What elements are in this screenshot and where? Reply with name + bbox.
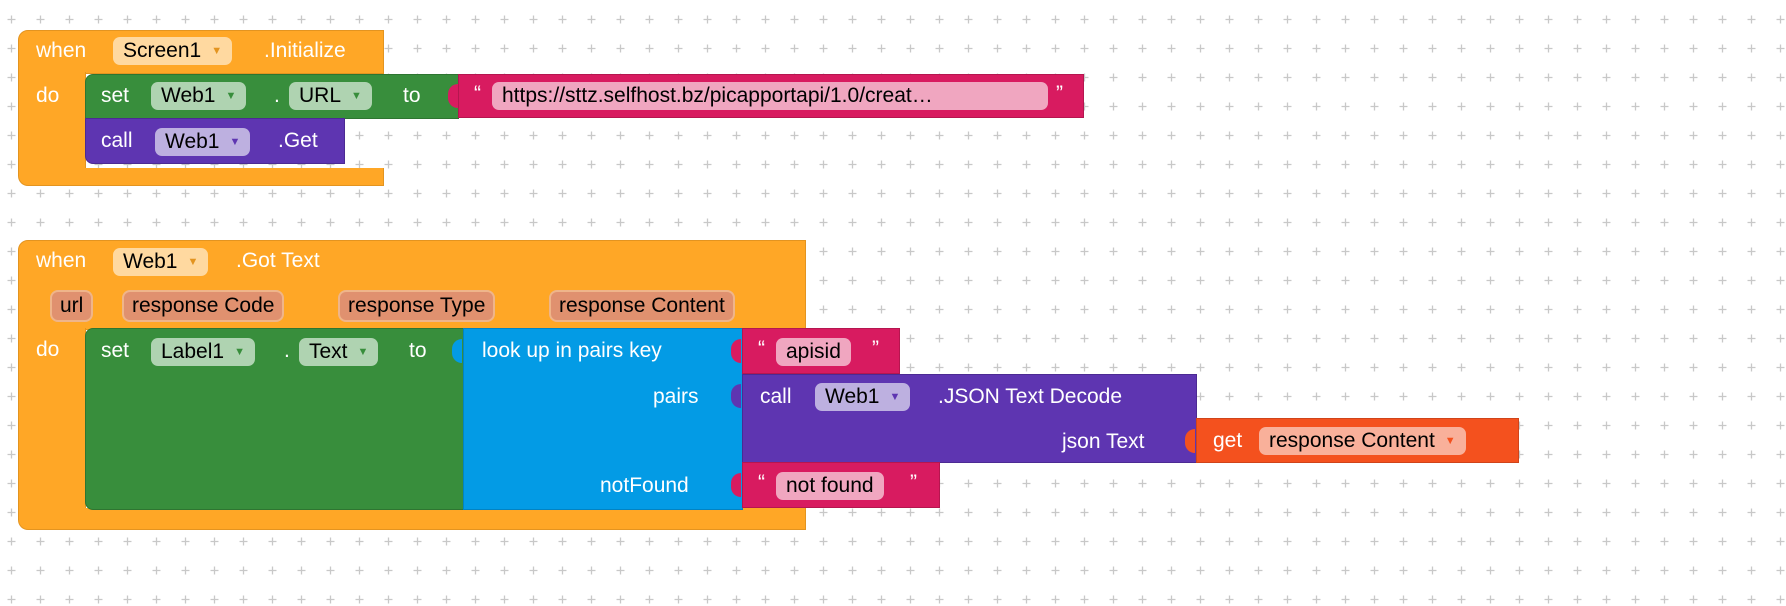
chevron-down-icon: ▼ [1444, 435, 1456, 448]
screen1-component-dropdown[interactable]: Screen1 ▼ [113, 37, 233, 65]
lookup-key-label: look up in pairs key [482, 339, 662, 362]
text-property-dropdown[interactable]: Text ▼ [299, 338, 379, 366]
connector-notch [731, 339, 741, 363]
dropdown-value: Web1 [165, 130, 220, 153]
dot-label: . [274, 84, 280, 107]
url-property-dropdown[interactable]: URL ▼ [289, 82, 372, 110]
dropdown-value: Text [309, 340, 348, 363]
chevron-down-icon: ▼ [357, 346, 369, 359]
chevron-down-icon: ▼ [211, 45, 223, 58]
label1-component-dropdown[interactable]: Label1 ▼ [151, 338, 255, 366]
event-name: .Got Text [236, 249, 320, 272]
method-name: .JSON Text Decode [938, 385, 1123, 408]
web1-component-dropdown[interactable]: Web1 ▼ [113, 248, 209, 276]
url-text-field[interactable]: https://sttz.selfhost.bz/picapportapi/1.… [492, 82, 1048, 110]
connector-notch [731, 384, 741, 408]
dropdown-value: URL [299, 84, 342, 107]
not-found-text-field[interactable]: not found [776, 472, 884, 500]
event-name: .Initialize [264, 39, 346, 62]
apisid-text-field[interactable]: apisid [776, 338, 851, 366]
close-quote: ” [1056, 82, 1063, 105]
to-label: to [403, 84, 421, 107]
dropdown-value: Web1 [825, 385, 880, 408]
dropdown-value: Screen1 [123, 39, 202, 62]
do-label: do [36, 84, 60, 107]
when-label: when [36, 39, 87, 62]
set-label1-text-block[interactable] [85, 328, 465, 510]
json-text-arg-label: json Text [1062, 430, 1145, 453]
chevron-down-icon: ▼ [234, 346, 245, 359]
when-label: when [36, 249, 87, 272]
dot-label: . [284, 339, 290, 362]
chevron-down-icon: ▼ [225, 90, 237, 103]
param-response-type[interactable]: response Type [338, 290, 496, 322]
chevron-down-icon: ▼ [889, 391, 901, 404]
to-label: to [409, 339, 427, 362]
set-keyword: set [101, 84, 130, 107]
web1-component-dropdown[interactable]: Web1 ▼ [815, 383, 911, 411]
chevron-down-icon: ▼ [187, 256, 199, 269]
close-quote: ” [872, 337, 879, 360]
close-quote: ” [910, 471, 917, 494]
call-web1-get-block[interactable] [85, 118, 345, 164]
param-response-code[interactable]: response Code [122, 290, 285, 322]
set-web1-url-block[interactable] [85, 74, 459, 119]
connector-notch [731, 473, 741, 497]
param-url[interactable]: url [50, 290, 94, 322]
open-quote: “ [758, 471, 765, 494]
set-keyword: set [101, 339, 130, 362]
lookup-in-pairs-block[interactable] [463, 328, 743, 510]
connector-notch [1185, 429, 1195, 453]
pairs-label: pairs [653, 385, 699, 408]
web1-component-dropdown[interactable]: Web1 ▼ [155, 128, 251, 156]
connector-notch [452, 339, 462, 363]
get-keyword: get [1213, 429, 1243, 452]
web1-component-dropdown[interactable]: Web1 ▼ [151, 82, 247, 110]
method-name: .Get [278, 129, 318, 152]
variable-dropdown[interactable]: response Content ▼ [1259, 427, 1466, 455]
param-response-content[interactable]: response Content [549, 290, 735, 322]
call-keyword: call [760, 385, 792, 408]
connector-notch [448, 84, 458, 108]
dropdown-value: Web1 [123, 250, 178, 273]
apisid-text-block[interactable] [742, 328, 900, 374]
dropdown-value: Web1 [161, 84, 216, 107]
dropdown-value: Label1 [161, 340, 225, 363]
chevron-down-icon: ▼ [229, 136, 241, 149]
notfound-label: notFound [600, 474, 689, 497]
call-keyword: call [101, 129, 133, 152]
open-quote: “ [758, 337, 765, 360]
dropdown-value: response Content [1269, 429, 1435, 452]
open-quote: “ [474, 82, 481, 105]
do-label: do [36, 338, 60, 361]
chevron-down-icon: ▼ [351, 90, 362, 103]
